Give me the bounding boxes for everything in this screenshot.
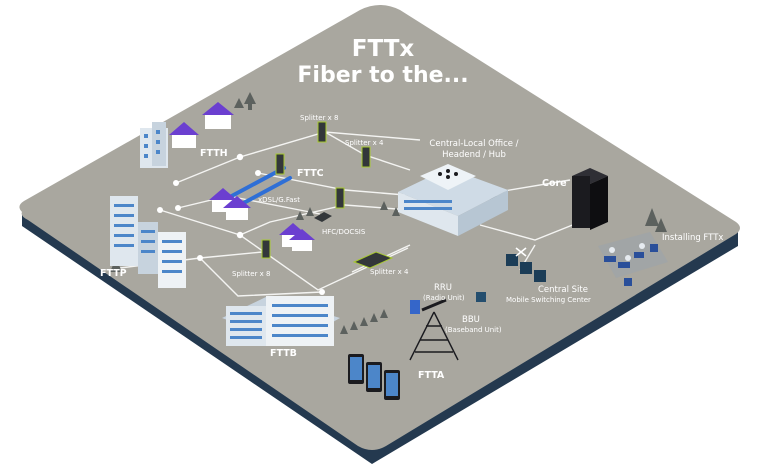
label-central-site-line1: Central Site [538, 285, 588, 295]
phone-icon [366, 362, 382, 392]
platform-top [19, 5, 740, 450]
label-central-office-line2: Headend / Hub [442, 150, 506, 160]
splitter-bottom-icon [352, 251, 394, 269]
installation-crew [598, 232, 668, 286]
label-fttp: FTTP [100, 268, 127, 279]
cell-tower-icon [409, 298, 459, 361]
label-core: Core [542, 178, 567, 189]
central-office-building [398, 164, 508, 236]
label-bbu-line1: BBU [462, 315, 480, 325]
house-icon [202, 102, 234, 129]
house-icon [223, 196, 251, 220]
house-icon [169, 122, 199, 148]
fttc-links [226, 166, 292, 208]
label-fttc: FTTC [297, 168, 324, 179]
label-ftta: FTTA [418, 370, 445, 381]
house-icon [289, 229, 315, 251]
platform [19, 5, 740, 464]
label-splitter-mid: Splitter x 4 [345, 139, 384, 147]
fttb-building [222, 296, 340, 346]
label-rru-line2: (Radio Unit) [423, 294, 465, 302]
fttp-buildings [110, 196, 186, 288]
mobile-phones [348, 354, 400, 400]
central-site-x-icon [515, 247, 527, 257]
phone-icon [348, 354, 364, 384]
central-site-equipment [476, 254, 546, 302]
fiber-network [119, 131, 581, 297]
label-hfc: HFC/DOCSIS [322, 228, 366, 236]
splitter-icon [317, 121, 327, 143]
label-xdsl: xDSL/G.Fast [258, 196, 300, 204]
fttc-houses [209, 188, 315, 251]
label-installing-fttx: Installing FTTx [662, 233, 723, 243]
splitter-icon [335, 187, 345, 209]
label-splitter-top: Splitter x 8 [300, 114, 339, 122]
diagram-title-line1: FTTx [352, 36, 415, 62]
label-rru-line1: RRU [434, 283, 452, 293]
phone-icon [384, 370, 400, 400]
label-central-site-line2: Mobile Switching Center [506, 296, 591, 304]
label-ftth: FTTH [200, 148, 228, 159]
diagram-title-line2: Fiber to the... [297, 63, 468, 88]
label-splitter-left: Splitter x 8 [232, 270, 271, 278]
ftth-houses [169, 102, 234, 148]
label-fttb: FTTB [270, 348, 297, 359]
splitter-icon [275, 153, 285, 175]
network-nodes [157, 153, 325, 295]
core-server-rack [572, 168, 608, 230]
label-splitter-bottom: Splitter x 4 [370, 268, 409, 276]
splitter-icon [261, 239, 271, 259]
label-bbu-line2: (Baseband Unit) [445, 326, 502, 334]
splitters [261, 121, 371, 259]
label-central-office-line1: Central-Local Office / [429, 139, 518, 149]
apartment-building [140, 122, 168, 168]
hfc-coax-node-icon [314, 212, 332, 222]
rru-unit-icon [410, 300, 420, 314]
splitter-icon [361, 146, 371, 168]
